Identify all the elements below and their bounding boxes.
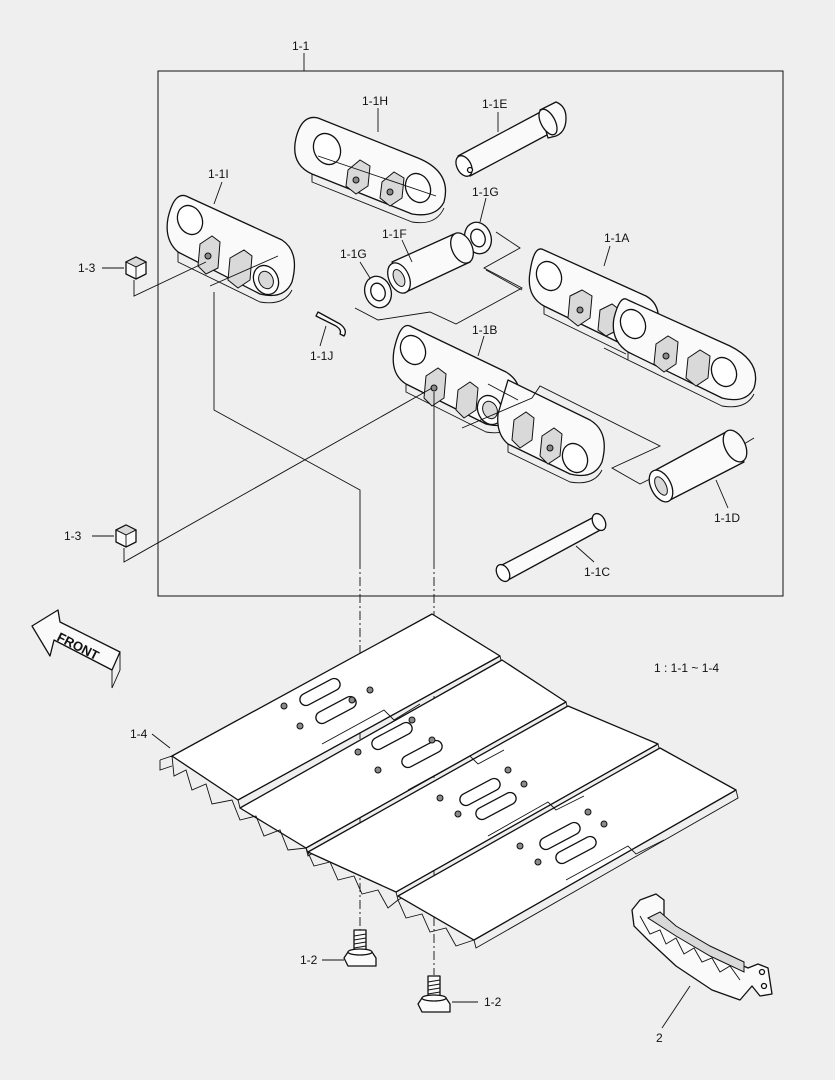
spring-pin-1-1j — [315, 311, 346, 337]
ratio-note: 1 : 1-1 ~ 1-4 — [654, 661, 719, 675]
track-shoe-1-4 — [159, 613, 739, 949]
label-spring-pin-j: 1-1J — [310, 349, 333, 363]
pin-1-1e — [455, 101, 567, 177]
label-seal-g-left: 1-1G — [340, 247, 367, 261]
nut-1-3-bottom — [114, 524, 138, 548]
group-frame — [157, 70, 784, 597]
link-1-1b — [392, 324, 605, 484]
label-link-h: 1-1H — [362, 94, 388, 108]
bushing-1-1f — [387, 232, 474, 294]
link-1-1a — [528, 248, 757, 408]
label-nut-top: 1-3 — [78, 261, 96, 275]
label-seal-g-top: 1-1G — [472, 185, 499, 199]
label-bushing-d: 1-1D — [714, 511, 740, 525]
bolt-1-2-left — [343, 929, 377, 967]
label-link-b: 1-1B — [472, 323, 497, 337]
label-nut-bottom: 1-3 — [64, 529, 82, 543]
seal-1-1g-left — [363, 275, 393, 309]
pin-1-1c — [495, 512, 607, 583]
label-bolt-right: 1-2 — [484, 995, 502, 1009]
label-guard: 2 — [656, 1031, 663, 1045]
bolt-1-2-right — [417, 975, 451, 1013]
label-link-i: 1-1I — [208, 167, 229, 181]
front-arrow: FRONT — [31, 609, 121, 689]
bushing-1-1d — [648, 429, 748, 503]
guard-2 — [631, 893, 773, 1001]
nut-1-3-top — [124, 256, 148, 280]
link-1-1i — [166, 194, 296, 304]
link-1-1h — [294, 116, 447, 224]
label-group: 1-1 — [292, 39, 310, 53]
label-link-a: 1-1A — [604, 231, 629, 245]
label-bolt-left: 1-2 — [300, 953, 318, 967]
label-pin-c: 1-1C — [584, 565, 610, 579]
label-pin-e: 1-1E — [482, 97, 507, 111]
label-shoe: 1-4 — [130, 727, 148, 741]
label-bushing-f: 1-1F — [382, 227, 407, 241]
